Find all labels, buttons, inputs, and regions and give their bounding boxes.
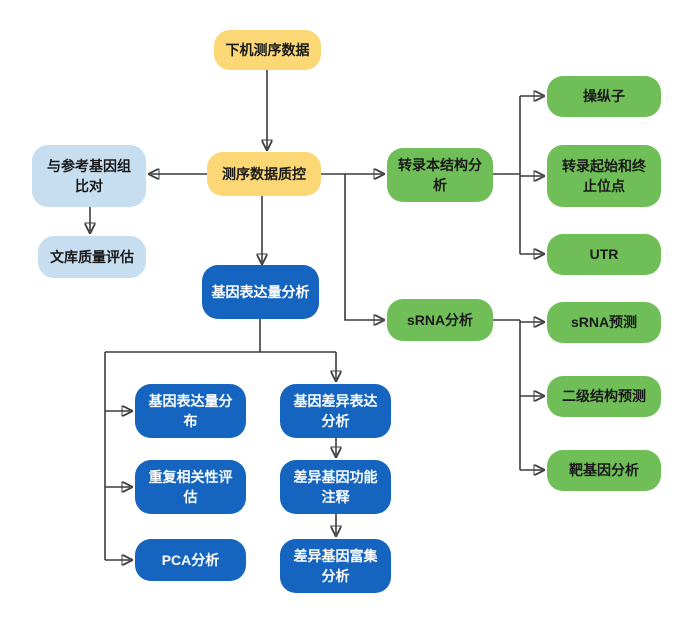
node-align-to-reference-genome: 与参考基因组比对 (32, 145, 146, 207)
node-transcription-start-stop-sites: 转录起始和终止位点 (547, 145, 661, 207)
node-transcript-structure-analysis: 转录本结构分析 (387, 148, 493, 202)
node-sequencing-data-qc: 测序数据质控 (207, 152, 321, 196)
node-replicate-correlation-assessment: 重复相关性评估 (135, 460, 246, 514)
node-differential-gene-function-annotation: 差异基因功能注释 (280, 460, 391, 514)
node-pca-analysis: PCA分析 (135, 539, 246, 581)
node-secondary-structure-prediction: 二级结构预测 (547, 376, 661, 417)
node-gene-expression-analysis: 基因表达量分析 (202, 265, 319, 319)
node-utr: UTR (547, 234, 661, 275)
edge-qc-branch-to-srna (344, 174, 382, 320)
node-library-quality-assessment: 文库质量评估 (38, 236, 146, 278)
node-raw-sequencing-data: 下机测序数据 (214, 30, 321, 70)
node-operon: 操纵子 (547, 76, 661, 117)
node-srna-prediction: sRNA预测 (547, 302, 661, 343)
node-target-gene-analysis: 靶基因分析 (547, 450, 661, 491)
node-differential-expression-analysis: 基因差异表达分析 (280, 384, 391, 438)
node-differential-gene-enrichment-analysis: 差异基因富集分析 (280, 539, 391, 593)
node-gene-expression-distribution: 基因表达量分布 (135, 384, 246, 438)
node-srna-analysis: sRNA分析 (387, 299, 493, 341)
